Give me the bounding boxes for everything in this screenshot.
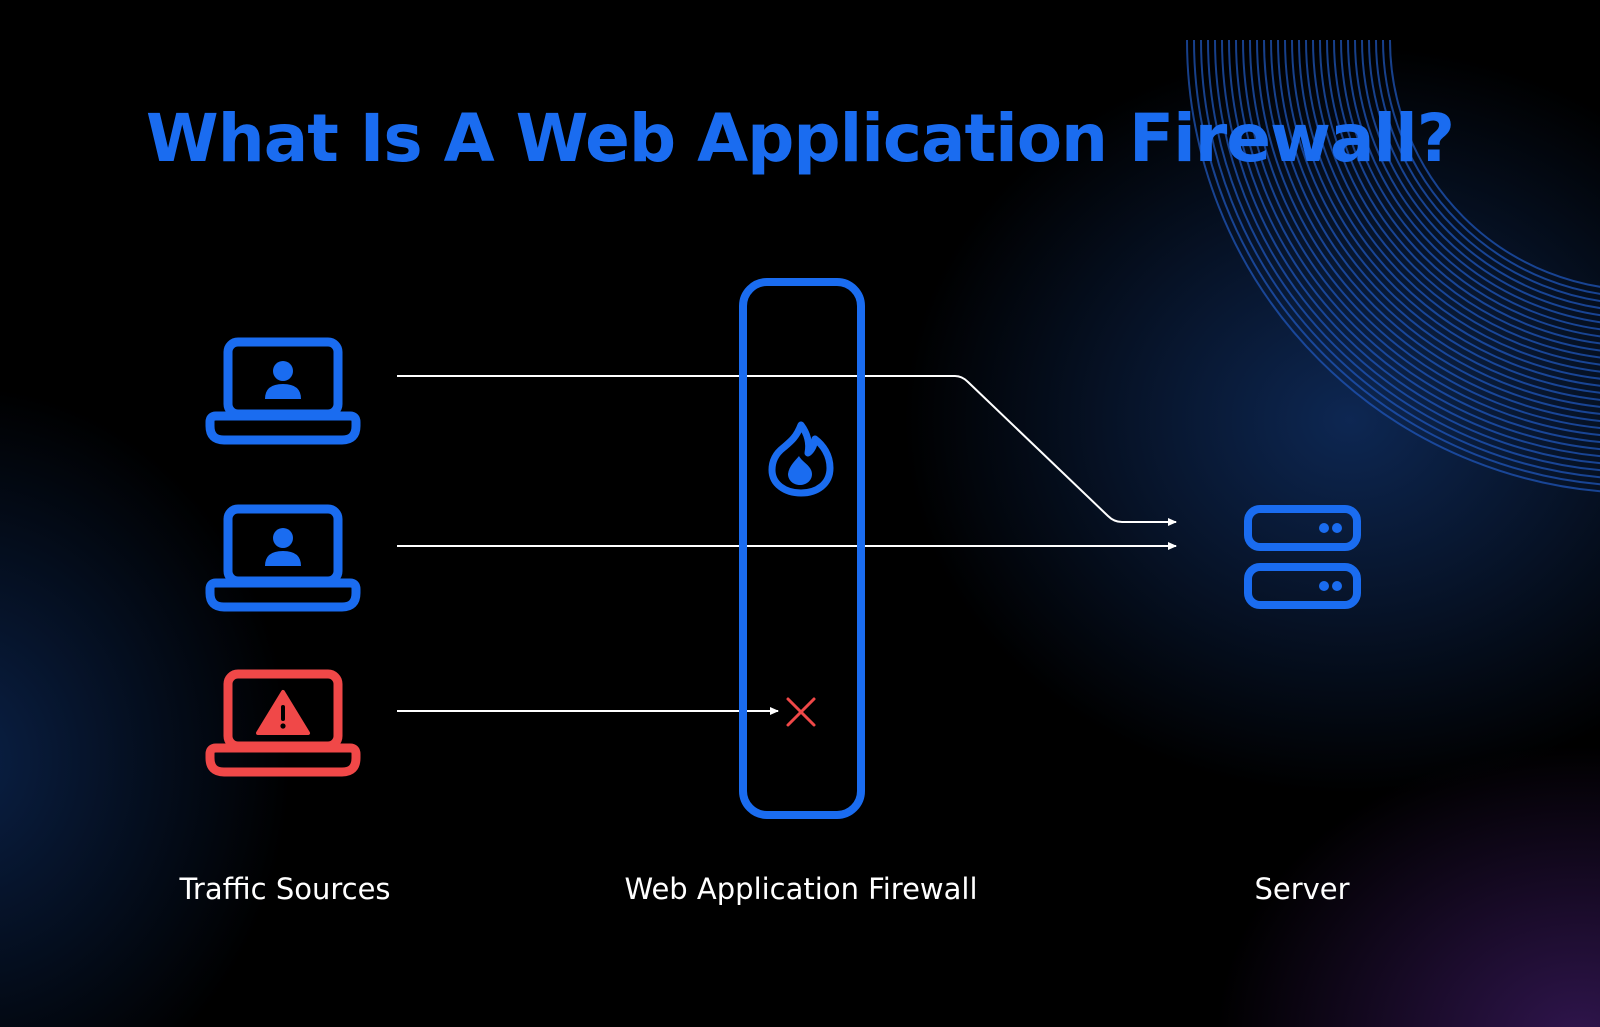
- firewall-label: Web Application Firewall: [624, 872, 978, 906]
- laptop-warning-icon: [205, 669, 361, 777]
- decorative-stripe: [1270, 39, 1600, 408]
- decorative-stripe: [1277, 39, 1600, 401]
- decorative-stripe: [1298, 39, 1600, 380]
- decorative-stripe: [1305, 39, 1600, 373]
- flow-line-client-1: [397, 375, 1177, 526]
- decorative-stripes: [1186, 39, 1600, 493]
- decorative-stripe: [1193, 39, 1600, 486]
- decorative-stripe: [1312, 39, 1600, 366]
- traffic-sources-label: Traffic Sources: [179, 872, 391, 906]
- decorative-stripe: [1382, 39, 1600, 295]
- decorative-stripe: [1214, 39, 1600, 465]
- decorative-stripe: [1235, 39, 1600, 443]
- cross-icon: [786, 697, 816, 727]
- firewall-block: [739, 278, 865, 819]
- decorative-stripe: [1333, 39, 1600, 345]
- decorative-stripe: [1375, 39, 1600, 302]
- decorative-stripe: [1263, 39, 1600, 415]
- server-label: Server: [1254, 872, 1350, 906]
- decorative-stripe: [1368, 39, 1600, 310]
- decorative-stripe: [1340, 39, 1600, 338]
- decorative-stripe: [1242, 39, 1600, 436]
- decorative-stripe: [1249, 39, 1600, 429]
- decorative-stripe: [1354, 39, 1600, 324]
- decorative-stripe: [1228, 39, 1600, 450]
- decorative-stripe: [1389, 39, 1600, 288]
- page-title: What Is A Web Application Firewall?: [145, 100, 1455, 177]
- decorative-stripe: [1361, 39, 1600, 317]
- laptop-user-icon: [205, 504, 361, 612]
- decorative-stripe: [1284, 39, 1600, 394]
- decorative-stripe: [1186, 39, 1600, 493]
- flame-icon: [768, 421, 834, 497]
- decorative-stripe: [1347, 39, 1600, 331]
- decorative-stripe: [1326, 39, 1600, 352]
- decorative-stripe: [1256, 39, 1600, 422]
- decorative-stripe: [1221, 39, 1600, 458]
- server-stack-icon: [1244, 505, 1361, 609]
- decorative-stripe: [1319, 39, 1600, 359]
- decorative-stripe: [1291, 39, 1600, 387]
- laptop-user-icon: [205, 337, 361, 445]
- decorative-stripe: [1200, 39, 1600, 479]
- decorative-stripe: [1207, 39, 1600, 472]
